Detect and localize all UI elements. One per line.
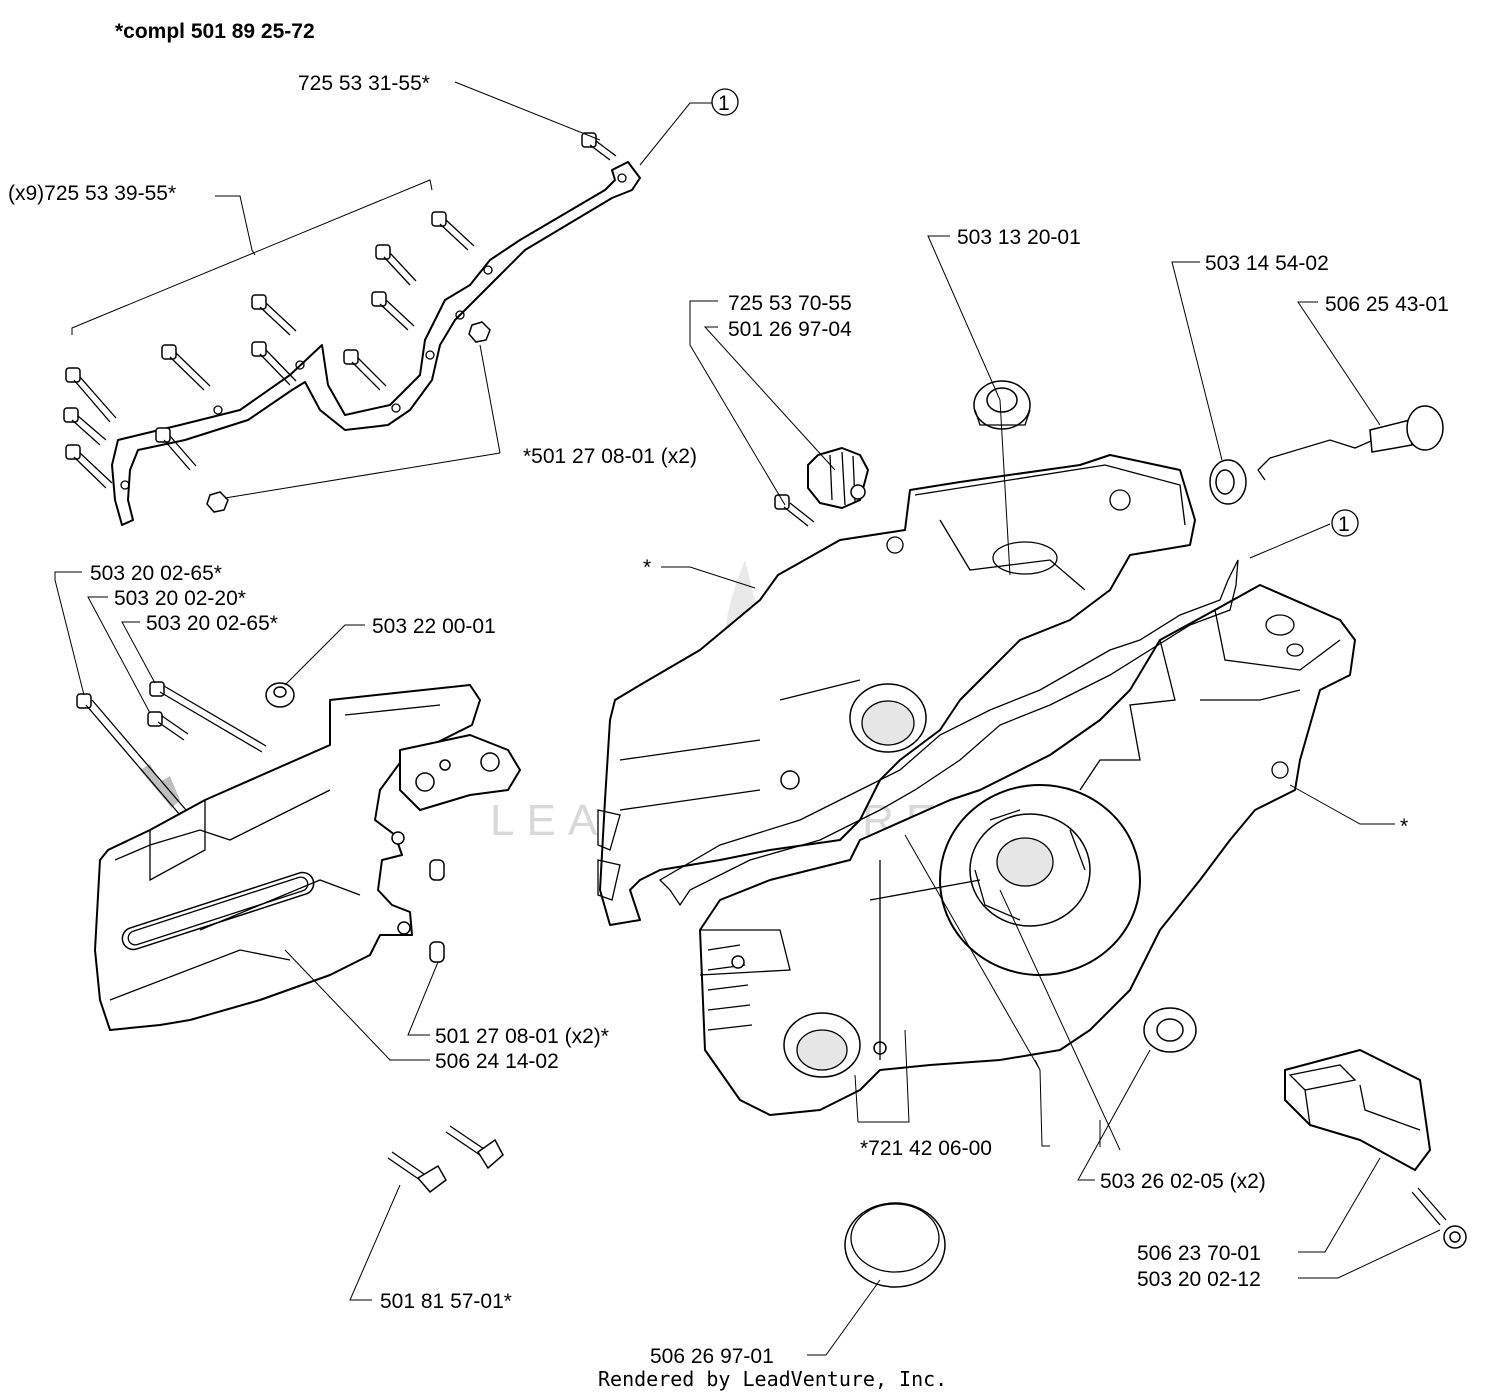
label-501-26-97-04: 501 26 97-04 [728,318,852,341]
center-gasket [658,559,1239,907]
label-star-left: * [643,556,651,579]
bar-studs-501-81-57-01 [387,1125,504,1194]
label-501-81-57-01: 501 81 57-01* [380,1290,512,1313]
label-503-26-02-05: 503 26 02-05 (x2) [1100,1170,1266,1193]
tank-vent-506-25-43-01 [1257,405,1444,481]
label-503-20-02-65-b: 503 20 02-65* [146,612,278,635]
bolt-3 [65,444,113,489]
bolt-11 [431,211,475,251]
footer-credit: Rendered by LeadVenture, Inc. [598,1367,947,1391]
gasket-bolts [63,132,617,513]
label-506-24-14-02: 506 24 14-02 [435,1050,559,1073]
dowel-pins [429,859,445,963]
label-star-right: * [1400,815,1408,838]
seal-503-13-20-01 [973,380,1031,430]
crankcase-half-rear [597,447,1196,926]
bolt-group-bracket [71,179,433,335]
screw-503-20-02-12 [1411,1187,1467,1249]
assembly-title: *compl 501 89 25-72 [115,20,315,43]
label-506-25-43-01: 506 25 43-01 [1325,293,1449,316]
label-725-53-31-55: 725 53 31-55* [298,72,430,95]
bolt-725-53-70-55 [774,494,815,527]
bolt-1 [65,367,117,423]
crankcase-gasket [111,161,641,526]
label-501-27-08-01-top: *501 27 08-01 (x2) [523,445,697,468]
label-503-20-02-20: 503 20 02-20* [114,587,246,610]
svg-text:1: 1 [1338,513,1350,536]
label-503-22-00-01: 503 22 00-01 [372,615,496,638]
part-labels: 725 53 31-55* (x9)725 53 39-55* *501 27 … [8,72,1449,1368]
crankcase-half-front [699,584,1356,1116]
bolt-top [581,132,617,161]
bolt-7 [251,341,297,386]
label-503-14-54-02: 503 14 54-02 [1205,252,1329,275]
label-725-53-70-55: 725 53 70-55 [728,292,852,315]
chain-guide-506-23-70-01 [1284,1049,1431,1171]
bolt-8 [343,349,387,391]
label-725-53-39-55: (x9)725 53 39-55* [8,182,176,205]
label-501-27-08-01-mid: 501 27 08-01 (x2)* [435,1025,609,1048]
callout-1-right: 1 [1331,509,1359,537]
bolt-6 [251,294,297,336]
label-503-20-02-65-a: 503 20 02-65* [90,562,222,585]
callout-1-top: 1 [711,88,739,116]
plug-506-26-97-01 [844,1202,946,1288]
seal-503-26-02-05 [1143,1007,1197,1053]
bar-bolts [76,681,295,816]
label-506-26-97-01: 506 26 97-01 [650,1345,774,1368]
leader-lines [54,81,1441,1356]
bolt-5 [155,427,197,471]
label-506-23-70-01: 506 23 70-01 [1137,1242,1261,1265]
bolt-9 [375,244,417,286]
seal-503-14-54-02 [1209,459,1247,505]
bolt-4 [161,344,211,391]
clutch-cover [94,684,521,1031]
bolt-10 [371,291,415,331]
nut-a [468,321,491,343]
label-721-42-06-00: *721 42 06-00 [860,1137,992,1160]
bolt-2 [63,407,107,446]
svg-text:1: 1 [718,92,730,115]
label-503-13-20-01: 503 13 20-01 [957,226,1081,249]
nut-b [206,491,229,513]
label-503-20-02-12: 503 20 02-12 [1137,1268,1261,1291]
